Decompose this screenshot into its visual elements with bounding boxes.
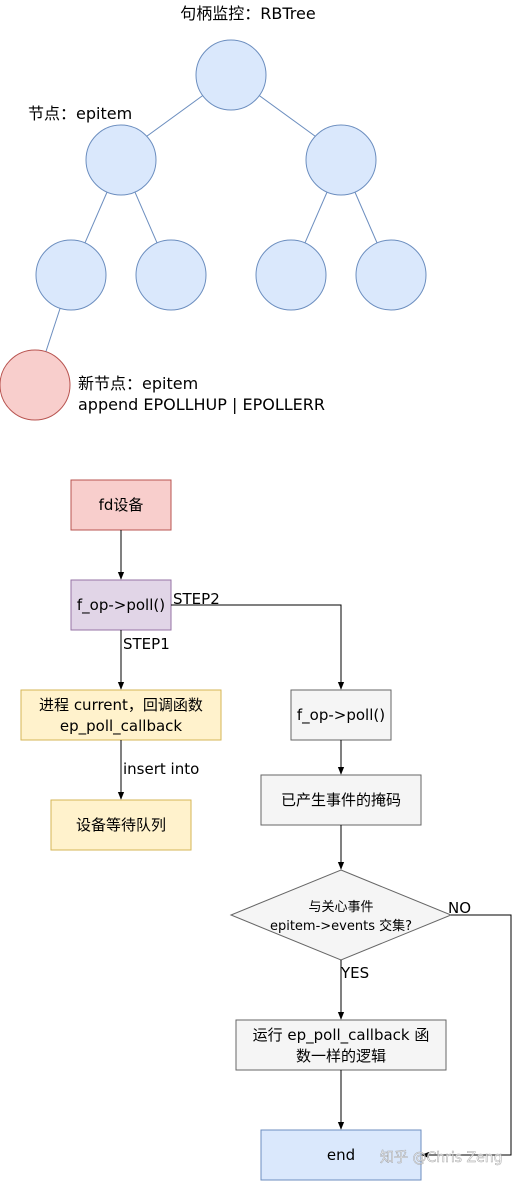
- tree-node-root: [195, 39, 267, 111]
- box-f-op-poll-right-label: f_op->poll(): [297, 706, 385, 725]
- box-event-mask-label: 已产生事件的掩码: [281, 791, 401, 809]
- box-event-mask: [260, 774, 422, 826]
- tree-node-ll: [35, 239, 107, 311]
- arrow-no: [421, 914, 512, 1159]
- decision-line2: epitem->events 交集?: [270, 918, 412, 934]
- tree-node-left: [85, 124, 157, 196]
- tree-title: 句柄监控：RBTree: [180, 4, 315, 23]
- tree-node-right: [305, 124, 377, 196]
- box-run-callback: [235, 1019, 447, 1071]
- label-step2: STEP2: [173, 590, 220, 608]
- tree-node-label: 节点：epitem: [28, 104, 132, 123]
- decision-diamond: [229, 869, 453, 961]
- tree-node-rr: [355, 239, 427, 311]
- box-wait-queue: [50, 799, 192, 851]
- box-f-op-poll-left-label: f_op->poll(): [77, 596, 165, 615]
- box-run-line1: 运行 ep_poll_callback 函: [253, 1026, 430, 1045]
- label-insert-into: insert into: [123, 760, 199, 778]
- new-node-label-2: append EPOLLHUP | EPOLLERR: [78, 395, 325, 414]
- box-f-op-poll-right: [290, 689, 392, 741]
- box-fd-device-label: fd设备: [99, 496, 144, 514]
- label-step1: STEP1: [123, 635, 170, 653]
- label-yes: YES: [340, 964, 369, 982]
- arrow-step2: [171, 604, 345, 690]
- box-wait-queue-label: 设备等待队列: [76, 816, 166, 834]
- tree-node-new: [0, 349, 71, 421]
- box-process-callback: [20, 689, 222, 741]
- watermark: 知乎 @Chris Zeng: [380, 1149, 502, 1166]
- box-process-line2: ep_poll_callback: [60, 717, 183, 736]
- decision-line1: 与关心事件: [308, 900, 373, 915]
- new-node-label-1: 新节点：epitem: [78, 374, 198, 393]
- tree-node-rl: [255, 239, 327, 311]
- box-f-op-poll-left: [70, 579, 172, 631]
- tree-node-lr: [135, 239, 207, 311]
- box-process-line1: 进程 current，回调函数: [39, 696, 203, 714]
- tree-nodes: [35, 39, 427, 311]
- box-end-label: end: [327, 1146, 355, 1164]
- label-no: NO: [448, 899, 471, 917]
- box-end: [260, 1129, 422, 1181]
- box-run-line2: 数一样的逻辑: [296, 1047, 386, 1065]
